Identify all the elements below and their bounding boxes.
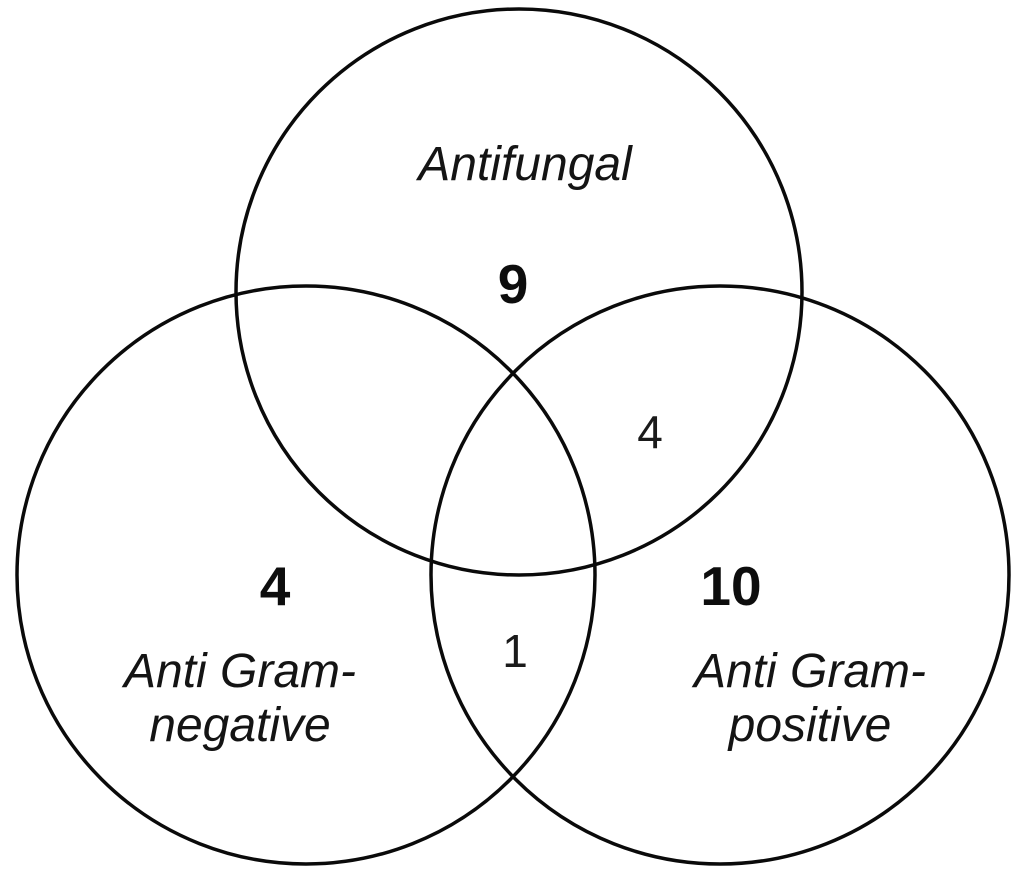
circle-anti-gram-positive [429,284,1011,866]
label-grampositive-line2: positive [727,699,892,752]
label-gramnegative-line1: Anti Gram- [121,645,356,698]
label-grampositive-line1: Anti Gram- [691,645,926,698]
count-gramnegative-only: 4 [260,555,291,617]
count-antifungal-only: 9 [498,253,529,315]
count-grampositive-only: 10 [700,555,761,617]
count-antifungal-grampositive-overlap: 4 [637,406,663,458]
label-antifungal: Antifungal [415,138,633,191]
label-gramnegative-line2: negative [149,699,330,752]
circle-anti-gram-negative [15,284,597,866]
count-gramnegative-grampositive-overlap: 1 [502,625,528,677]
circle-antifungal [234,7,804,577]
